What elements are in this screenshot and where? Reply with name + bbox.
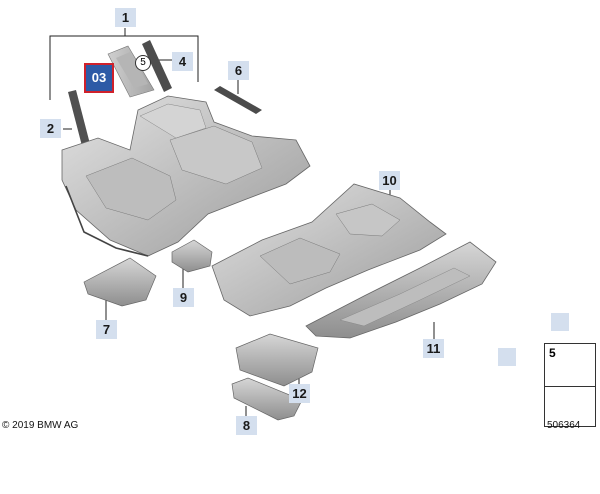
callout-11[interactable]: 11 xyxy=(423,339,444,358)
trim-strip-4 xyxy=(142,40,172,92)
diagram-number: 506364 xyxy=(547,420,581,431)
callout-12[interactable]: 12 xyxy=(289,384,310,403)
copyright-text: © 2019 BMW AG xyxy=(2,420,79,431)
floor-mat-7 xyxy=(83,257,157,307)
blank-callout-box xyxy=(551,313,569,331)
legend-number: 5 xyxy=(549,346,556,360)
callout-10[interactable]: 10 xyxy=(379,171,400,190)
callout-1[interactable]: 1 xyxy=(115,8,136,27)
callout-2[interactable]: 2 xyxy=(40,119,61,138)
trim-strip-6 xyxy=(214,86,262,114)
callout-5-circle[interactable]: 5 xyxy=(135,55,151,71)
trunk-carpet-11 xyxy=(305,241,497,339)
rear-floor-carpet-10 xyxy=(211,183,447,317)
legend-divider xyxy=(545,386,595,387)
callout-4[interactable]: 4 xyxy=(172,52,193,71)
highlighted-part-box[interactable]: 03 xyxy=(84,63,114,93)
insulation-block-8 xyxy=(231,377,303,421)
callout-7[interactable]: 7 xyxy=(96,320,117,339)
insulation-piece-9 xyxy=(171,239,213,273)
legend-box: 5 xyxy=(544,343,596,427)
pad-cluster xyxy=(107,45,155,98)
callout-8[interactable]: 8 xyxy=(236,416,257,435)
trim-strip-2 xyxy=(68,90,90,146)
callout-6[interactable]: 6 xyxy=(228,61,249,80)
insulation-block-12 xyxy=(235,333,319,387)
callout-9[interactable]: 9 xyxy=(173,288,194,307)
blank-callout-box xyxy=(498,348,516,366)
front-floor-carpet-1 xyxy=(61,95,311,257)
